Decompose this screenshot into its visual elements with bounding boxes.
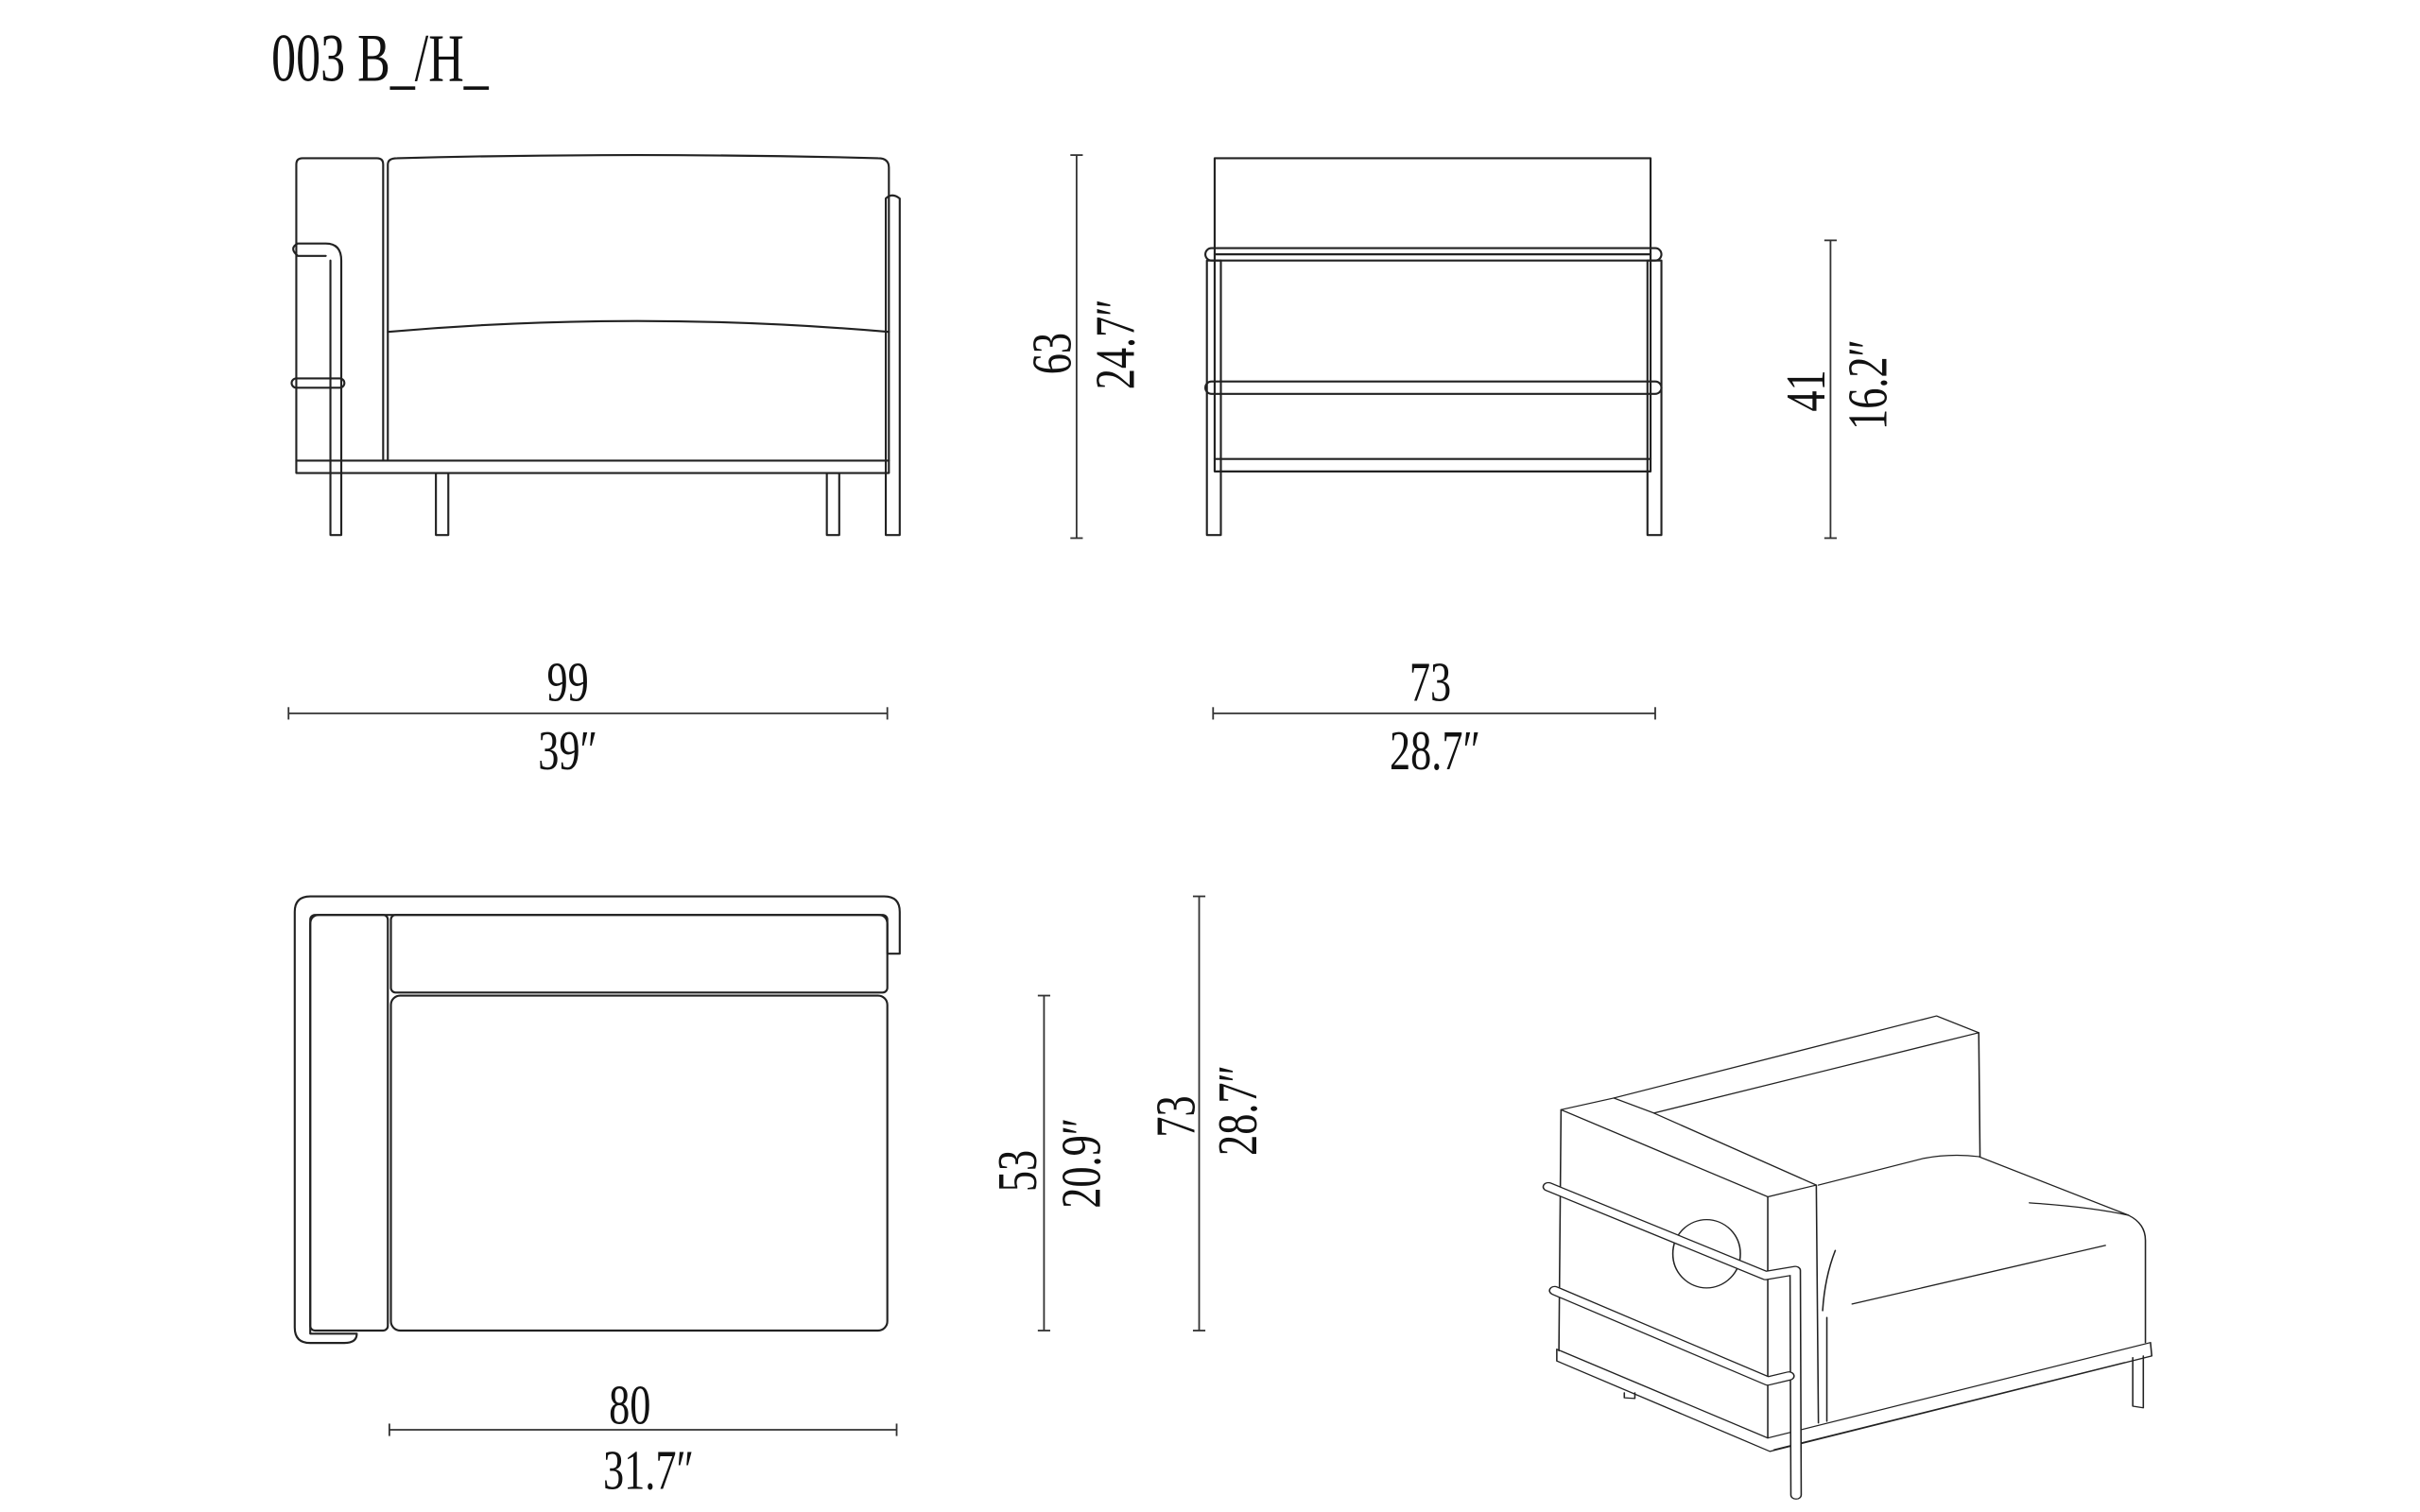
depth-cm-label: 73 (1409, 652, 1451, 714)
seat-height-in-label: 16.2″ (1837, 339, 1899, 430)
side-view (1204, 157, 1663, 537)
drawing-title: 003 B_/H_ (271, 20, 489, 95)
arm-tube (292, 242, 343, 537)
lower-rail (1213, 457, 1652, 472)
back-cushion (389, 914, 889, 994)
upper-rail (1204, 247, 1663, 262)
seat-width-in-label: 31.7″ (603, 1439, 694, 1502)
seat-width-dimension: 80 31.7″ (388, 1374, 898, 1502)
isometric-view (1542, 1015, 2153, 1500)
lower-tube-fill (1549, 1287, 1794, 1385)
seat-lines (1822, 1202, 2130, 1422)
back-cushion (1213, 157, 1652, 256)
back-top (1613, 1015, 1980, 1114)
base-rail (295, 459, 890, 474)
right-tube-leg (884, 194, 901, 537)
middle-rail (1204, 380, 1663, 395)
arm-top (1560, 1097, 1818, 1198)
top-view (293, 895, 901, 1345)
seat-cushion-line (387, 319, 890, 334)
width-dimension: 99 39″ (287, 652, 889, 782)
top-depth-cm-label: 73 (1146, 1095, 1208, 1137)
leg (1205, 259, 1222, 537)
detail-circle (1671, 1218, 1741, 1289)
base-rail (1556, 1342, 2153, 1452)
seat-width-cm-label: 80 (609, 1374, 650, 1436)
height-cm-label: 63 (1021, 333, 1083, 374)
arm-cushion (309, 914, 389, 1332)
seat-height-dimension: 41 16.2″ (1775, 239, 1899, 540)
arm-edges (1558, 1108, 1820, 1439)
lower-rail (1623, 1362, 2126, 1451)
top-depth-in-label: 28.7″ (1207, 1065, 1270, 1156)
seat-depth-in-label: 20.9″ (1050, 1118, 1113, 1209)
rear-leg (2132, 1355, 2145, 1409)
front-view (290, 154, 901, 537)
width-cm-label: 99 (546, 652, 588, 714)
leg (1646, 259, 1663, 537)
depth-dimension: 73 28.7″ (1212, 652, 1656, 782)
leg (435, 472, 450, 537)
arm-tube-ring (290, 377, 346, 389)
width-in-label: 39″ (538, 720, 597, 782)
left-arm-block (295, 157, 385, 462)
height-in-label: 24.7″ (1085, 299, 1148, 389)
frame-tube-outline (293, 895, 901, 1345)
seat-cushion (389, 994, 889, 1332)
back-cushion (387, 154, 890, 462)
leg (825, 472, 840, 537)
seat-depth-dimension: 53 20.9″ (987, 994, 1113, 1332)
top-depth-dimension: 73 28.7″ (1146, 895, 1270, 1332)
height-dimension: 63 24.7″ (1021, 154, 1148, 540)
seat-depth-cm-label: 53 (987, 1150, 1049, 1192)
seat-cushion (1817, 1154, 2147, 1344)
arm-tube-fill (1544, 1183, 1801, 1499)
seat-height-cm-label: 41 (1775, 369, 1838, 411)
depth-in-label: 28.7″ (1390, 720, 1480, 782)
